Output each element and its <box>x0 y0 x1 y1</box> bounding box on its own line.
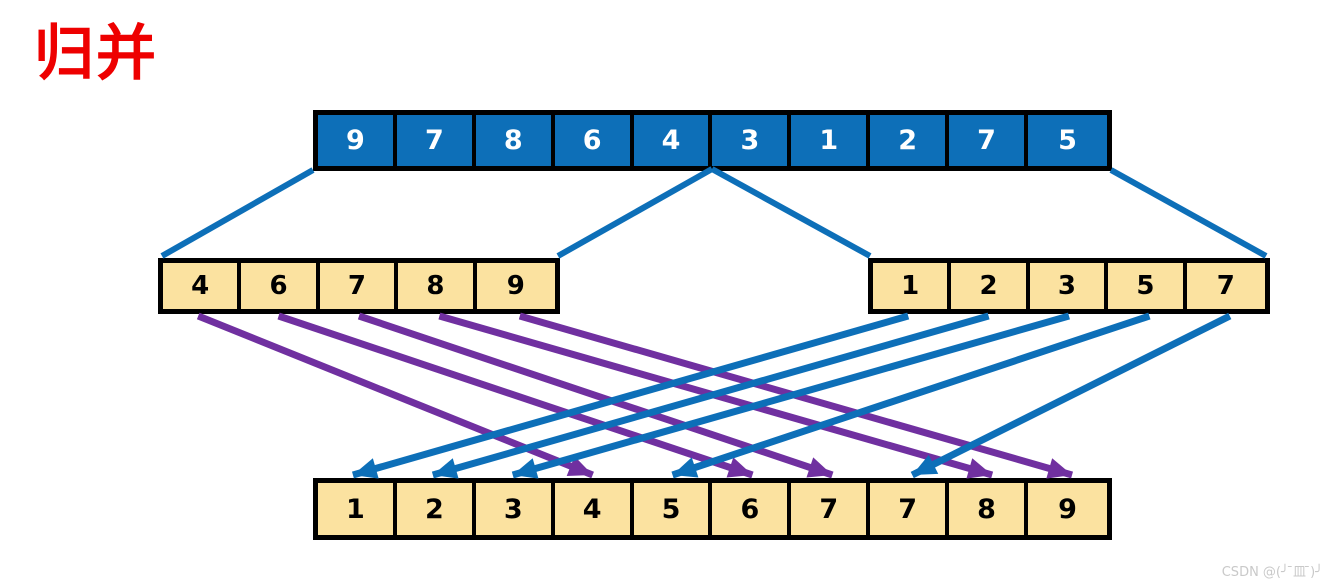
array-cell: 1 <box>318 483 397 535</box>
array-cell: 7 <box>791 483 871 535</box>
array-cell: 5 <box>1028 115 1107 166</box>
array-cell: 1 <box>873 263 952 309</box>
array-cell: 1 <box>791 115 871 166</box>
array-cell: 7 <box>319 263 399 309</box>
array-cell: 3 <box>1029 263 1109 309</box>
array-cell: 2 <box>870 115 950 166</box>
array-cell: 8 <box>475 115 555 166</box>
merge-arrow-5 <box>671 312 1151 479</box>
array-cell: 6 <box>241 263 320 309</box>
merge-arrow-8 <box>438 312 994 479</box>
merge-arrow-3 <box>511 312 1070 479</box>
split-top-left-to-left-array <box>160 167 315 259</box>
array-cell: 4 <box>554 483 634 535</box>
split-top-mid-to-left-array <box>556 166 714 259</box>
merge-arrow-1 <box>351 312 910 479</box>
array-cell: 8 <box>398 263 477 309</box>
split-top-mid-to-right-array <box>710 166 872 259</box>
merge-arrow-6 <box>277 312 754 479</box>
array-cell: 7 <box>1186 263 1265 309</box>
array-cell: 7 <box>949 115 1029 166</box>
array-cell: 2 <box>396 483 476 535</box>
array-cell: 2 <box>951 263 1030 309</box>
array-cell: 3 <box>475 483 555 535</box>
array-cell: 4 <box>633 115 713 166</box>
merge-arrow-9 <box>518 312 1074 479</box>
array-cell: 4 <box>163 263 242 309</box>
watermark: CSDN @(╯ ̄皿 ̄)╯ <box>1221 565 1323 580</box>
array-cell: 5 <box>633 483 713 535</box>
merge-arrow-2 <box>431 312 990 479</box>
array-cell: 6 <box>554 115 634 166</box>
array-cell: 9 <box>1028 483 1107 535</box>
array-cell: 7 <box>870 483 950 535</box>
merge-arrow-7-left <box>357 312 834 479</box>
page-title: 归并 <box>34 19 158 89</box>
merge-arrow-4 <box>196 312 594 479</box>
split-top-right-to-right-array <box>1109 167 1268 259</box>
array-cell: 7 <box>396 115 476 166</box>
array-cell: 3 <box>712 115 792 166</box>
array-cell: 9 <box>476 263 555 309</box>
merge-arrow-7-right <box>910 312 1232 479</box>
array-cell: 6 <box>712 483 792 535</box>
array-cell: 8 <box>949 483 1029 535</box>
array-cell: 5 <box>1108 263 1187 309</box>
array-cell: 9 <box>318 115 397 166</box>
